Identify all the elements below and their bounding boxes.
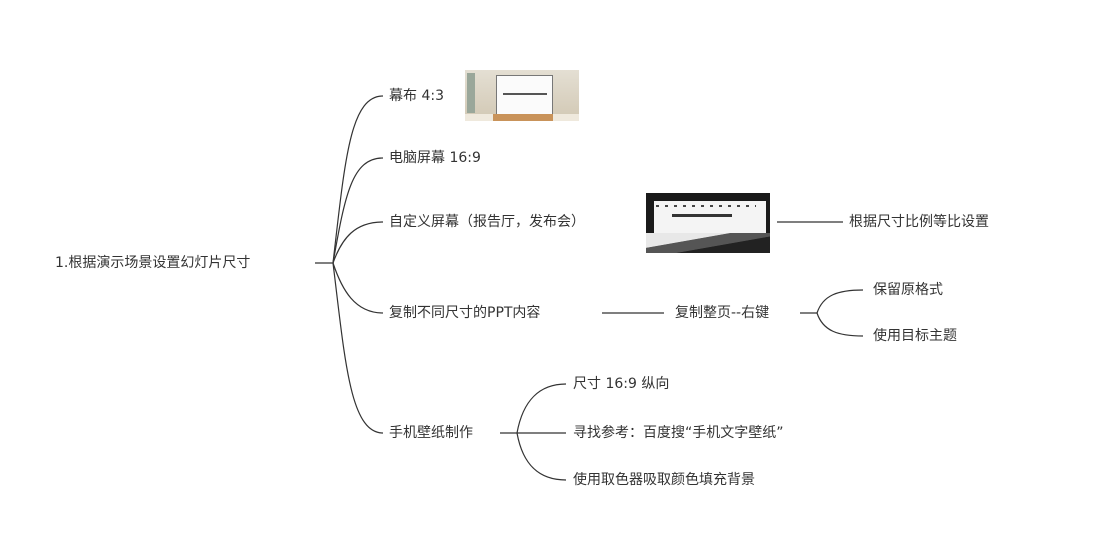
- node-proportional-setting[interactable]: 根据尺寸比例等比设置: [849, 212, 989, 232]
- node-label: 使用目标主题: [873, 328, 957, 344]
- branch-label: 电脑屏幕 16:9: [389, 150, 481, 166]
- node-label: 寻找参考：百度搜“手机文字壁纸”: [573, 425, 784, 441]
- node-use-destination-theme[interactable]: 使用目标主题: [873, 326, 957, 346]
- branch-label: 幕布 4:3: [389, 88, 444, 104]
- root-label: 1.根据演示场景设置幻灯片尺寸: [55, 255, 251, 271]
- node-label: 使用取色器吸取颜色填充背景: [573, 472, 755, 488]
- thumbnail-pillar: [467, 73, 475, 113]
- root-node[interactable]: 1.根据演示场景设置幻灯片尺寸: [55, 253, 250, 273]
- thumbnail-stage-text: [672, 214, 732, 217]
- node-label: 复制整页--右键: [675, 305, 770, 321]
- branch-computer-screen[interactable]: 电脑屏幕 16:9: [389, 148, 481, 168]
- node-size-portrait[interactable]: 尺寸 16:9 纵向: [573, 374, 669, 394]
- projection-screen-thumbnail[interactable]: [465, 70, 579, 121]
- node-eyedropper-fill[interactable]: 使用取色器吸取颜色填充背景: [573, 470, 755, 490]
- thumbnail-screen-text: [503, 93, 547, 95]
- node-copy-page-right-click[interactable]: 复制整页--右键: [675, 303, 769, 323]
- node-label: 尺寸 16:9 纵向: [573, 376, 670, 392]
- thumbnail-desk: [493, 114, 553, 121]
- node-keep-source-format[interactable]: 保留原格式: [873, 280, 943, 300]
- branch-copy-content[interactable]: 复制不同尺寸的PPT内容: [389, 303, 540, 323]
- branch-custom-screen[interactable]: 自定义屏幕（报告厅，发布会）: [389, 212, 585, 232]
- node-label: 保留原格式: [873, 282, 943, 298]
- thumbnail-stage-floor: [646, 233, 770, 253]
- branch-phone-wallpaper[interactable]: 手机壁纸制作: [389, 423, 473, 443]
- branch-projection-screen[interactable]: 幕布 4:3: [389, 86, 444, 106]
- thumbnail-screen: [496, 75, 553, 116]
- node-find-reference[interactable]: 寻找参考：百度搜“手机文字壁纸”: [573, 423, 784, 443]
- thumbnail-stage-lights: [656, 205, 756, 207]
- branch-label: 复制不同尺寸的PPT内容: [389, 305, 541, 321]
- branch-label: 自定义屏幕（报告厅，发布会）: [389, 214, 585, 230]
- branch-label: 手机壁纸制作: [389, 425, 473, 441]
- auditorium-stage-thumbnail[interactable]: [646, 193, 770, 253]
- node-label: 根据尺寸比例等比设置: [849, 214, 989, 230]
